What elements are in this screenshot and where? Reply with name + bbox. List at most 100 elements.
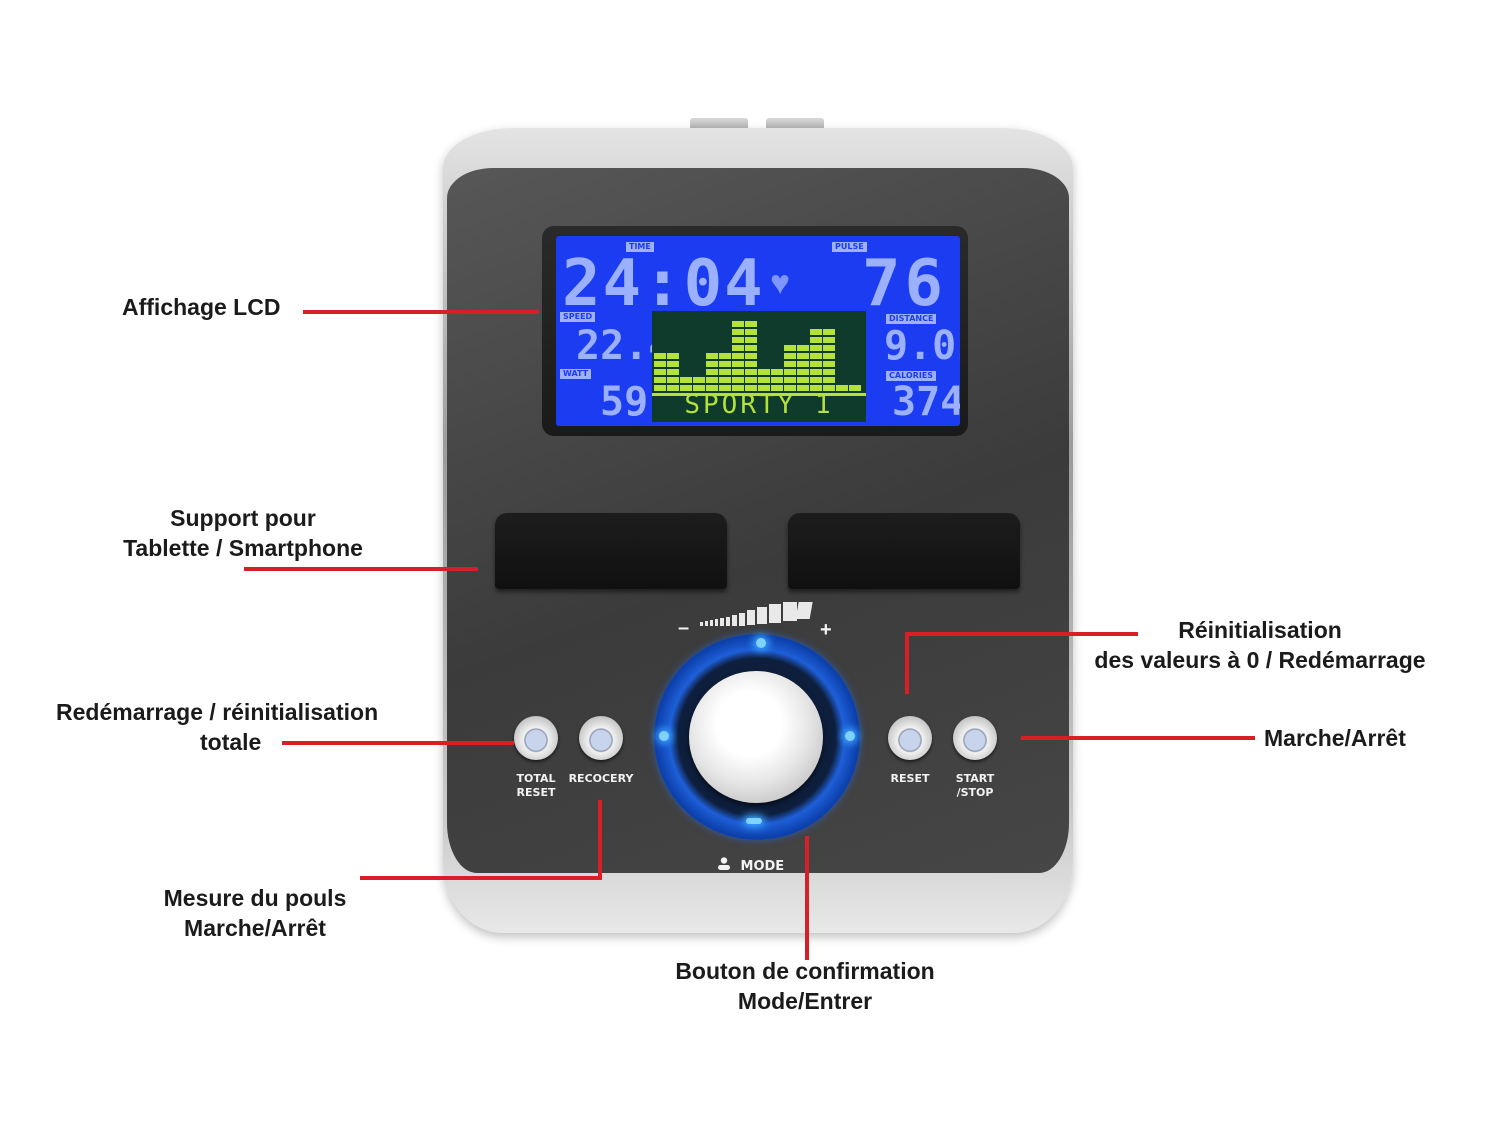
profile-bar-segment [797, 361, 809, 367]
knob-led-left [659, 731, 669, 741]
profile-bar-segment [836, 385, 848, 391]
profile-bar-segment [784, 385, 796, 391]
start-stop-button[interactable] [953, 716, 997, 760]
profile-bar-segment [719, 361, 731, 367]
heart-icon: ♥ [770, 264, 791, 302]
profile-bar-segment [654, 377, 666, 383]
total-reset-button[interactable] [514, 716, 558, 760]
profile-bar-segment [719, 353, 731, 359]
line-knob [805, 836, 809, 960]
lcd-watt-value: 59 [600, 379, 649, 425]
profile-bar-segment [797, 353, 809, 359]
profile-bar-segment [810, 329, 822, 335]
profile-bar-segment [758, 377, 770, 383]
profile-bar-segment [732, 361, 744, 367]
profile-bar-segment [797, 345, 809, 351]
lcd-program-name: SPORTY 1 [684, 390, 834, 420]
lcd-profile-graph: SPORTY 1 [652, 311, 866, 422]
profile-bar-segment [732, 321, 744, 327]
profile-bar-segment [810, 385, 822, 391]
line-reset-h [905, 632, 1138, 636]
profile-bar-segment [732, 385, 744, 391]
lcd-time-value: 24:04 [562, 247, 765, 321]
line-pulse-h [360, 876, 602, 880]
knob-led-bottom [746, 818, 762, 824]
start-stop-label: START/STOP [955, 772, 995, 799]
profile-bar-segment [823, 361, 835, 367]
lcd-pulse-value: 76 [862, 247, 948, 321]
profile-bar-segment [810, 369, 822, 375]
profile-bar-segment [693, 385, 705, 391]
profile-bar-segment [732, 337, 744, 343]
tablet-rest-right [788, 513, 1020, 589]
profile-bar-segment [667, 353, 679, 359]
reset-button[interactable] [888, 716, 932, 760]
profile-bar-segment [745, 345, 757, 351]
line-start-stop [1021, 736, 1255, 740]
line-total-reset [282, 741, 514, 745]
profile-bar-segment [810, 353, 822, 359]
profile-bar-segment [758, 385, 770, 391]
profile-bar-segment [784, 369, 796, 375]
profile-bar-segment [719, 377, 731, 383]
reset-label: RESET [890, 772, 930, 785]
line-support [244, 567, 478, 571]
level-minus-label: – [678, 617, 690, 639]
profile-bar-segment [654, 369, 666, 375]
profile-bar-segment [732, 377, 744, 383]
profile-bar-segment [732, 329, 744, 335]
profile-bar-segment [667, 361, 679, 367]
lcd-calories-value: 374 [892, 379, 960, 425]
profile-bar-segment [719, 369, 731, 375]
profile-bar-segment [745, 337, 757, 343]
profile-bar-segment [706, 377, 718, 383]
profile-bar-segment [706, 361, 718, 367]
user-icon [716, 856, 732, 876]
profile-bar-segment [823, 385, 835, 391]
level-plus-label: + [820, 619, 832, 641]
profile-bar-segment [797, 385, 809, 391]
lcd-speed-label: SPEED [560, 312, 596, 322]
profile-bar-segment [654, 353, 666, 359]
profile-bar-segment [810, 345, 822, 351]
callout-lcd: Affichage LCD [122, 294, 281, 320]
recovery-button[interactable] [579, 716, 623, 760]
profile-bar-segment [745, 377, 757, 383]
profile-bar-segment [667, 385, 679, 391]
profile-bar-segment [823, 329, 835, 335]
profile-bar-segment [745, 385, 757, 391]
profile-bar-segment [810, 337, 822, 343]
mode-label: MODE [716, 856, 784, 876]
lcd-calories-label: CALORIES [886, 371, 937, 381]
profile-bar-segment [719, 385, 731, 391]
recovery-label: RECOCERY [568, 772, 634, 785]
profile-bar-segment [680, 377, 692, 383]
knob-led-top [756, 638, 766, 648]
profile-bar-segment [693, 377, 705, 383]
level-indicator [700, 602, 813, 626]
knob-led-right [845, 731, 855, 741]
profile-bar-segment [771, 377, 783, 383]
profile-bar-segment [745, 353, 757, 359]
profile-bar-segment [758, 369, 770, 375]
profile-bar-segment [706, 353, 718, 359]
lcd-watt-label: WATT [560, 369, 592, 379]
profile-bar-segment [706, 369, 718, 375]
line-pulse-v [598, 800, 602, 880]
profile-bar-segment [784, 377, 796, 383]
profile-bar-segment [849, 385, 861, 391]
profile-bar-segment [745, 329, 757, 335]
lcd-time-label: TIME [626, 242, 654, 252]
profile-bar-segment [745, 369, 757, 375]
profile-baseline [652, 393, 866, 396]
mode-enter-knob[interactable] [689, 671, 823, 803]
callout-start-stop: Marche/Arrêt [1264, 725, 1406, 751]
profile-bar-segment [823, 369, 835, 375]
profile-bar-segment [667, 377, 679, 383]
profile-bar-segment [784, 361, 796, 367]
profile-bar-segment [823, 377, 835, 383]
profile-bars [652, 321, 866, 396]
